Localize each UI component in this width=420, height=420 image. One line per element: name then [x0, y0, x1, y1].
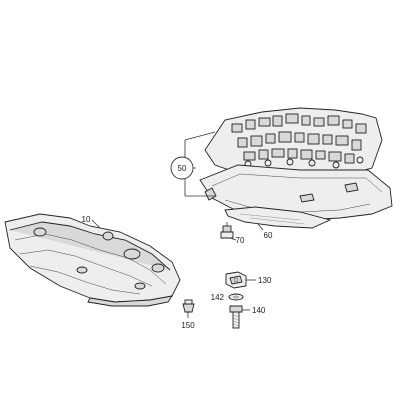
part-142-washer [228, 293, 244, 301]
callout-60: 60 [264, 231, 273, 240]
components-cluster [231, 113, 367, 169]
part-130-clip-nut [225, 271, 247, 289]
part-70-nut [220, 222, 234, 239]
callout-140: 140 [252, 306, 266, 315]
leader-10 [91, 219, 101, 229]
part-150-push-clip [182, 299, 195, 318]
part-10-underbody-shield [4, 213, 181, 307]
leader-70 [229, 237, 237, 241]
part-140-bolt [229, 305, 243, 329]
callout-150: 150 [181, 321, 195, 330]
leader-60 [257, 223, 264, 231]
callout-circle-50 [170, 156, 194, 180]
callout-130: 130 [258, 276, 272, 285]
callout-50: 50 [178, 164, 187, 173]
callout-142: 142 [211, 293, 225, 302]
assembly-50 [199, 107, 393, 229]
callout-70: 70 [236, 236, 245, 245]
callout-10: 10 [82, 215, 91, 224]
